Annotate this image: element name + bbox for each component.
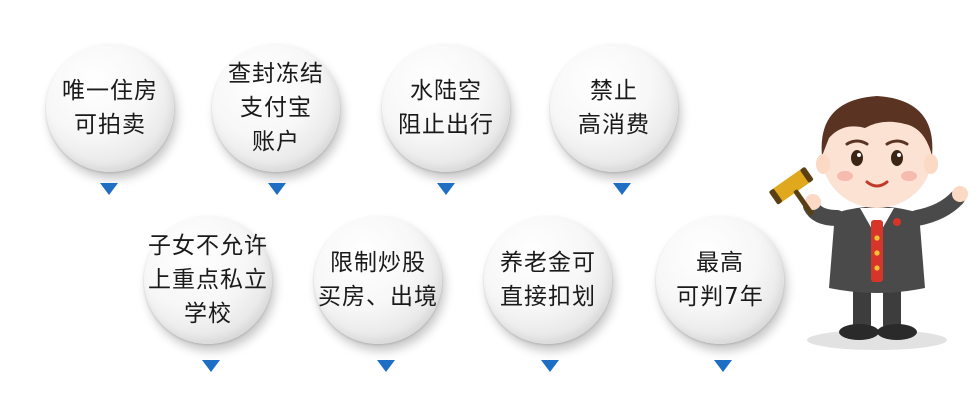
triangle-down-icon: [613, 183, 631, 195]
judge-ear-left: [816, 154, 830, 174]
bubble-2: 查封冻结 支付宝 账户: [212, 44, 340, 172]
triangle-down-icon: [714, 360, 732, 372]
bubble-4: 禁止 高消费: [550, 44, 678, 172]
judge-eye-right: [891, 150, 903, 166]
judge-cartoon-icon: [769, 96, 968, 350]
bubble-8: 最高 可判7年: [656, 216, 784, 344]
triangle-down-icon: [100, 183, 118, 195]
judge-eyebrow-left: [845, 139, 869, 146]
judge-ear-right: [924, 154, 938, 174]
judge-cheek-right: [901, 171, 917, 181]
judge-hand-right: [952, 186, 968, 202]
bubble-8-text: 最高 可判7年: [676, 250, 764, 310]
triangle-down-icon: [202, 360, 220, 372]
bubble-5: 子女不允许 上重点私立 学校: [144, 216, 272, 344]
bubble-6-text: 限制炒股 买房、出境: [318, 250, 438, 310]
bubble-7: 养老金可 直接扣划: [484, 216, 612, 344]
bubble-5-text: 子女不允许 上重点私立 学校: [148, 233, 268, 327]
triangle-down-icon: [437, 183, 455, 195]
judge-shoe-right: [877, 324, 917, 340]
robe-button: [874, 235, 880, 241]
judge-mouth: [865, 180, 889, 188]
judge-face: [822, 104, 932, 208]
bubble-3: 水陆空 阻止出行: [382, 44, 510, 172]
bubble-4-text: 禁止 高消费: [578, 78, 650, 138]
triangle-down-icon: [268, 183, 286, 195]
bubble-2-text: 查封冻结 支付宝 账户: [228, 61, 324, 155]
bubble-1: 唯一住房 可拍卖: [46, 44, 174, 172]
triangle-down-icon: [541, 360, 559, 372]
bubble-6: 限制炒股 买房、出境: [314, 216, 442, 344]
judge-badge: [893, 218, 901, 226]
judge-arm-right: [909, 190, 965, 226]
robe-button: [874, 250, 880, 256]
judge-shoe-left: [839, 324, 879, 340]
judge-eye-left: [851, 150, 863, 166]
bubble-3-text: 水陆空 阻止出行: [398, 78, 494, 138]
judge-cheek-left: [837, 171, 853, 181]
triangle-down-icon: [377, 360, 395, 372]
judge-hair: [821, 96, 933, 156]
judge-eyebrow-right: [885, 139, 909, 146]
gavel-icon: [769, 167, 814, 216]
bubble-7-text: 养老金可 直接扣划: [500, 250, 596, 310]
bubble-1-text: 唯一住房 可拍卖: [62, 78, 158, 138]
robe-button: [874, 265, 880, 271]
